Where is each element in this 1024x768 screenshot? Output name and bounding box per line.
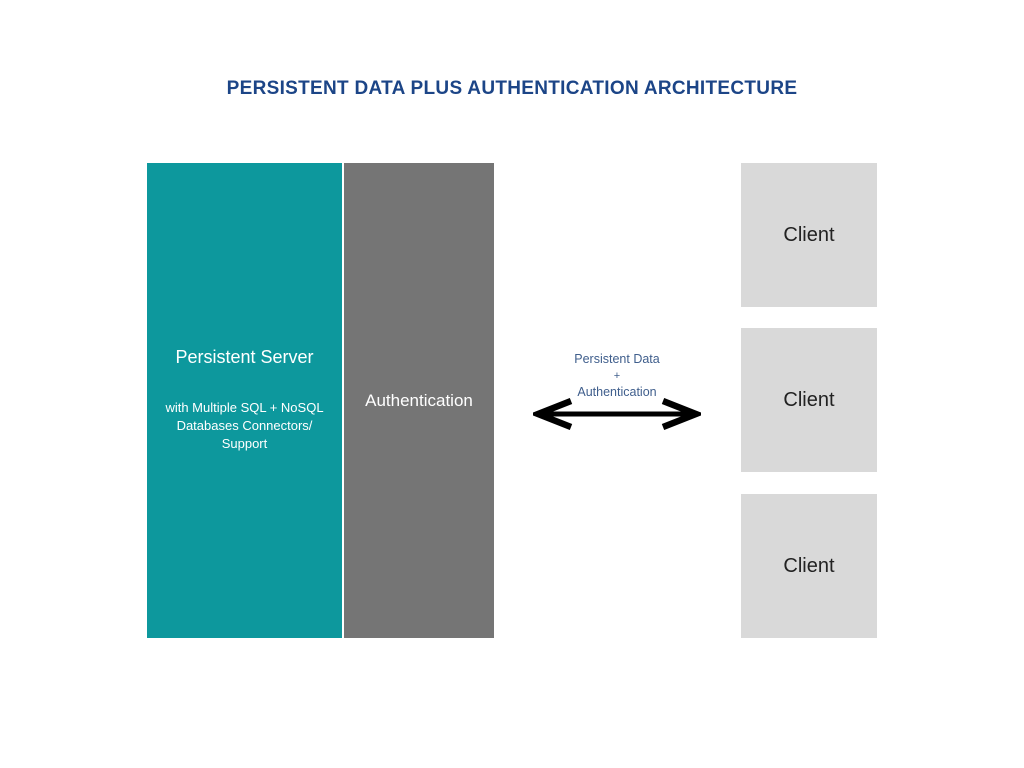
persistent-server-title: Persistent Server bbox=[175, 347, 314, 368]
client-box-1: Client bbox=[741, 163, 877, 307]
link-label-line2: Authentication bbox=[577, 385, 657, 399]
client-box-2: Client bbox=[741, 328, 877, 472]
link-label-line1: Persistent Data bbox=[574, 352, 660, 366]
double-arrow-icon bbox=[529, 397, 705, 431]
client-label: Client bbox=[783, 388, 835, 411]
diagram-title: PERSISTENT DATA PLUS AUTHENTICATION ARCH… bbox=[226, 78, 798, 99]
authentication-label: Authentication bbox=[365, 390, 473, 410]
client-label: Client bbox=[783, 223, 835, 246]
link-label: Persistent Data + Authentication bbox=[533, 352, 701, 405]
persistent-server-subtitle: with Multiple SQL + NoSQL Databases Conn… bbox=[165, 400, 324, 452]
authentication-box: Authentication bbox=[344, 163, 494, 638]
link-label-plus: + bbox=[613, 370, 621, 382]
client-box-3: Client bbox=[741, 494, 877, 638]
persistent-server-box: Persistent Server with Multiple SQL + No… bbox=[147, 163, 342, 638]
client-label: Client bbox=[783, 554, 835, 577]
